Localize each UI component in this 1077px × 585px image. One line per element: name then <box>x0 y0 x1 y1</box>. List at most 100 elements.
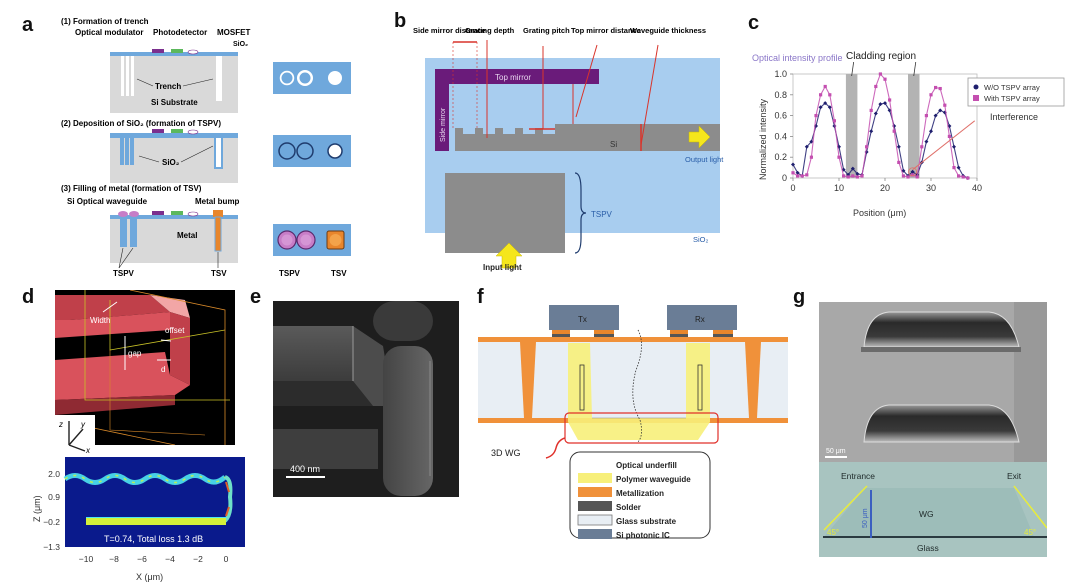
mosfet-3 <box>187 211 199 217</box>
data-point-without-tspv <box>791 162 795 167</box>
legend-label: Solder <box>616 503 641 512</box>
data-point-with-tspv <box>823 84 827 89</box>
tspv-brace <box>574 172 587 254</box>
output-arrow-icon <box>688 125 711 149</box>
data-point-with-tspv <box>855 175 859 179</box>
field-bend <box>223 475 233 523</box>
y-tick-label: 2.0 <box>48 469 60 479</box>
exit-label: Exit <box>1007 471 1022 481</box>
triad-bg <box>55 415 95 455</box>
mosfet-1 <box>187 49 199 55</box>
sem-lower-bar <box>273 429 378 469</box>
legend-swatch <box>578 487 612 497</box>
sem-feature <box>373 301 433 341</box>
data-point-without-tspv <box>938 108 943 113</box>
label-sio2: SiO₂ <box>693 235 709 244</box>
hole <box>327 143 343 159</box>
tspv-block <box>445 173 565 253</box>
label-z: z <box>58 420 63 429</box>
x-axis-label: Position (μm) <box>853 208 906 218</box>
panel-c-letter: c <box>748 12 760 34</box>
rx-solder <box>713 334 733 337</box>
sem-waveguide-upper <box>863 311 1020 348</box>
cladding-annotation-arrow <box>851 61 855 77</box>
up-arrow-icon <box>697 364 703 411</box>
scale-bar-label: 50 μm <box>826 448 846 455</box>
leader <box>138 155 160 163</box>
waveguide-top-face <box>55 295 170 320</box>
data-point-without-tspv <box>841 167 846 172</box>
x-axis-label: X (μm) <box>136 572 163 582</box>
data-point-with-tspv <box>952 166 956 170</box>
label-offset: offset <box>165 326 185 335</box>
leader <box>118 247 134 269</box>
y-tick-label: 0.6 <box>774 111 787 121</box>
label-width: Width <box>90 316 110 325</box>
label-tspv-top: TSPV <box>279 269 301 278</box>
data-point-with-tspv <box>842 174 846 178</box>
panel-a-letter: a <box>22 14 34 36</box>
waveguide-core <box>129 211 139 217</box>
wg-label: WG <box>919 509 934 519</box>
tspv-core <box>281 234 293 246</box>
data-point-without-tspv <box>850 166 855 171</box>
data-point-with-tspv <box>901 174 905 178</box>
legend-marker-without-tspv <box>973 84 979 90</box>
label-photodetector: Photodetector <box>153 28 207 37</box>
x-tick-label: 0 <box>224 554 229 564</box>
data-point-with-tspv <box>819 93 823 97</box>
x-tick-label: −10 <box>79 554 94 564</box>
data-point-with-tspv <box>966 176 970 180</box>
label-sio2: SiO₂ <box>233 41 248 48</box>
3d-wg-highlight <box>564 412 719 444</box>
waveguide-upper <box>55 312 170 338</box>
field-distribution-plot: T=0.74, Total loss 1.3 dB 2.00.9−0.2−1.3… <box>32 457 245 582</box>
data-point-with-tspv <box>915 175 919 179</box>
waveguide-cross-section-photo: Entrance Exit WG 50 μm 45° 45° Glass <box>819 462 1047 557</box>
data-point-without-tspv <box>827 105 832 110</box>
data-point-with-tspv <box>906 175 910 179</box>
top-mirror-distance-leader <box>575 44 598 118</box>
leader <box>118 247 124 269</box>
oxide-layer-3 <box>110 215 238 219</box>
field-bend-hotspot <box>225 481 230 517</box>
si-waveguide-grating <box>455 124 720 151</box>
tspv-liner <box>120 137 124 165</box>
tspv <box>120 219 127 247</box>
data-point-with-tspv <box>846 175 850 179</box>
x-tick-label: 0 <box>790 183 795 193</box>
tx-solder <box>552 334 570 337</box>
label-metal: Metal <box>177 231 197 240</box>
interference-marker <box>908 167 918 177</box>
label-tsv-top: TSV <box>331 269 347 278</box>
data-point-with-tspv <box>961 175 965 179</box>
annotation-interference: Interference <box>990 112 1038 122</box>
panel-d-letter: d <box>22 286 35 308</box>
label-trench: Trench <box>155 82 181 91</box>
y-tick-label: 0 <box>782 173 787 183</box>
break-line <box>632 329 642 443</box>
x-tick-label: 20 <box>880 183 890 193</box>
x-tick-label: 30 <box>926 183 936 193</box>
y-tick-label: 0.4 <box>774 131 787 141</box>
leader <box>136 78 154 87</box>
label-si-substrate: Si Substrate <box>151 98 198 107</box>
angle-right-label: 45° <box>1024 528 1036 537</box>
label-side-mirror-distance: Side mirror distance <box>413 26 486 35</box>
y-tick-label: −1.3 <box>43 542 60 552</box>
sem-image-coupler: 400 nm <box>273 301 459 497</box>
sem-waveguide-upper-base <box>861 347 1021 352</box>
x-tick-label: −2 <box>193 554 203 564</box>
metal-bump <box>213 210 223 217</box>
trench-line <box>121 56 124 96</box>
tx-pad <box>594 330 614 335</box>
cladding-annotation-arrow <box>913 61 917 77</box>
data-point-without-tspv <box>869 129 874 134</box>
legend-label: Polymer waveguide <box>616 475 691 484</box>
legend-swatch <box>577 514 613 526</box>
waveguide-lower <box>55 352 190 400</box>
data-point-with-tspv <box>874 84 878 89</box>
data-point-without-tspv <box>809 139 814 144</box>
